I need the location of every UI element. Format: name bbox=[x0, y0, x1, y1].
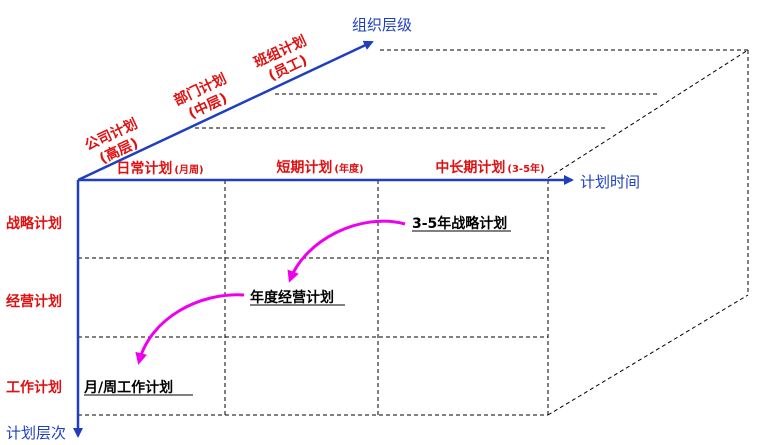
cell-monthly-plan: 月/周工作计划 bbox=[83, 379, 173, 396]
plan-level-strategic: 战略计划 bbox=[6, 215, 62, 232]
plan-level-work: 工作计划 bbox=[6, 379, 62, 396]
time-period-daily-sub: (月周) bbox=[174, 164, 203, 176]
right-face-bottom-edge bbox=[547, 294, 749, 416]
annual-to-monthly-arrow bbox=[135, 293, 245, 365]
level-axis-label: 计划层次 bbox=[6, 424, 66, 442]
plan-level-operational: 经营计划 bbox=[6, 293, 62, 310]
org-level-team: 班组计划 (员工) bbox=[251, 32, 310, 84]
top-face-right-edge bbox=[547, 49, 749, 179]
axes bbox=[73, 40, 574, 438]
time-period-long: 中长期计划(3-5年) bbox=[435, 159, 544, 176]
time-period-long-sub: (3-5年) bbox=[507, 162, 544, 175]
time-period-short-main: 短期计划 bbox=[276, 159, 332, 176]
time-period-short-sub: (年度) bbox=[334, 162, 363, 175]
org-axis-label: 组织层级 bbox=[352, 16, 412, 34]
strategic-to-annual-arrow bbox=[287, 219, 406, 283]
time-axis-label: 计划时间 bbox=[580, 173, 640, 191]
cell-annual-plan: 年度经营计划 bbox=[250, 289, 334, 306]
cube-grid bbox=[78, 49, 749, 416]
cell-strategic-plan: 3-5年战略计划 bbox=[412, 215, 507, 232]
org-level-department: 部门计划 (中层) bbox=[171, 70, 230, 122]
time-period-daily: 日常计划(月周) bbox=[116, 160, 203, 177]
time-period-daily-main: 日常计划 bbox=[116, 160, 172, 177]
org-axis bbox=[77, 40, 374, 182]
time-period-long-main: 中长期计划 bbox=[435, 159, 505, 176]
time-period-short: 短期计划(年度) bbox=[276, 159, 363, 176]
